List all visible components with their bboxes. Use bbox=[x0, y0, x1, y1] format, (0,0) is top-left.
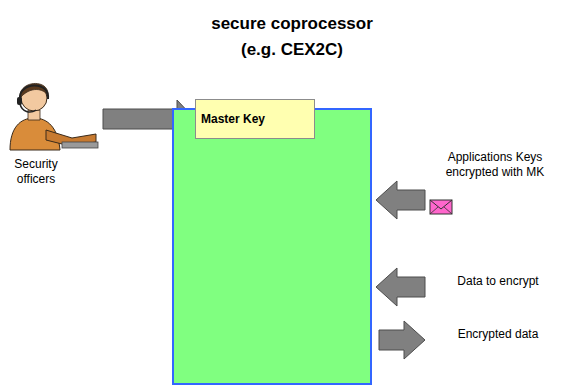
output-arrow bbox=[379, 321, 425, 359]
annotation-label: Applications Keys encrypted with MK bbox=[430, 150, 560, 180]
officer-figure bbox=[10, 83, 98, 150]
coprocessor-title: secure coprocessor (e.g. CEX2C) bbox=[202, 11, 382, 63]
input-arrow bbox=[376, 181, 425, 219]
officer-figure-box: Security officers bbox=[3, 75, 103, 197]
coprocessor-box: secure coprocessor (e.g. CEX2C)Master Ke… bbox=[172, 108, 372, 385]
input-arrow bbox=[376, 268, 425, 306]
master-key-box: Master Key bbox=[195, 99, 315, 139]
master-key-label: Master Key bbox=[201, 112, 265, 126]
annotation-label: Encrypted data bbox=[438, 327, 558, 342]
annotation-label: Data to encrypt bbox=[438, 274, 558, 289]
envelope-icon bbox=[430, 200, 452, 214]
officer-label: Security officers bbox=[3, 157, 69, 187]
